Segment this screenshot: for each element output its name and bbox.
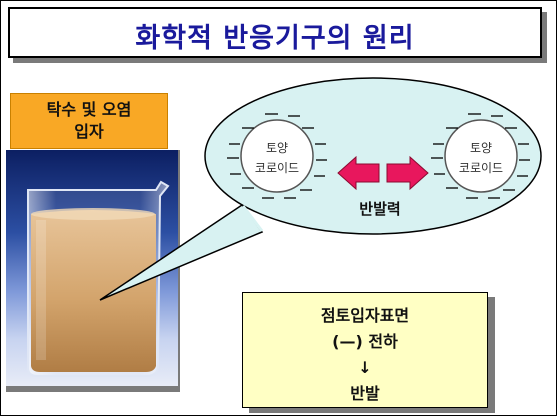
colloid-left-line-1: 토양	[266, 141, 288, 155]
colloid-left-circle	[240, 119, 314, 193]
beaker-illustration	[27, 180, 170, 377]
glass-highlight	[36, 220, 46, 360]
colloid-left: 토양 코로이드	[227, 113, 327, 199]
info-box: 점토입자표면 (—) 전하 ↓ 반발	[242, 292, 488, 408]
colloid-left-line-2: 코로이드	[255, 161, 299, 175]
particle-label-box: 탁수 및 오염 입자	[10, 93, 168, 149]
repulsion-diagram: 토양 코로이드 토양 코로이드 반발력	[204, 77, 542, 235]
colloid-right-line-1: 토양	[470, 141, 492, 155]
water-surface	[31, 208, 155, 220]
info-line-1: 점토입자표면	[320, 306, 410, 325]
turbid-water	[31, 210, 156, 372]
cloud-bubble	[204, 77, 542, 235]
colloid-right-line-2: 코로이드	[459, 161, 503, 175]
negative-charges-left	[227, 113, 327, 199]
colloid-right-circle	[444, 119, 518, 193]
beaker-photo	[6, 150, 178, 386]
repulsion-label: 반발력	[359, 200, 400, 218]
title-box: 화학적 반응기구의 원리	[8, 7, 542, 58]
arrow-left-icon	[337, 155, 380, 191]
label-line-2: 입자	[74, 122, 104, 141]
colloid-right: 토양 코로이드	[431, 113, 530, 199]
info-line-4: 반발	[350, 384, 380, 403]
negative-charges-right	[431, 113, 530, 199]
info-arrow: ↓	[358, 358, 372, 377]
info-line-2: (—) 전하	[332, 332, 398, 351]
panel-shadow-bottom	[6, 386, 180, 392]
label-line-1: 탁수 및 오염	[46, 100, 132, 119]
slide-title: 화학적 반응기구의 원리	[135, 23, 415, 54]
arrow-right-icon	[386, 155, 429, 191]
